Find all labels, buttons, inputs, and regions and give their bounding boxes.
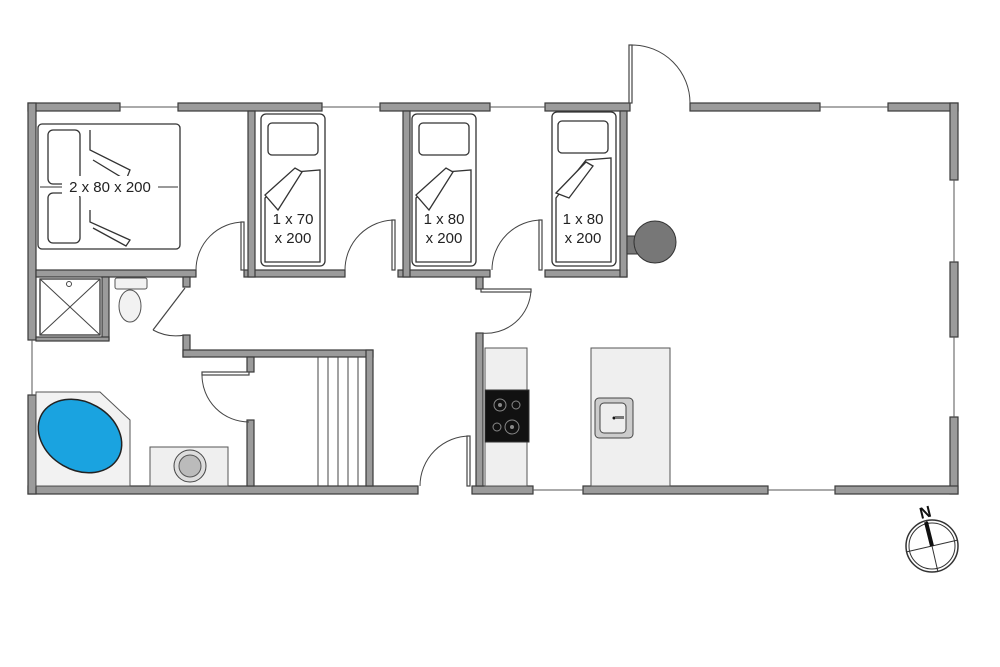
staircase xyxy=(317,357,359,486)
windows xyxy=(31,106,955,491)
washbasin xyxy=(149,446,229,487)
bed-size-label: 1 x 70 xyxy=(273,211,314,228)
cooktop-icon xyxy=(484,389,530,443)
bed-size-label: x 200 xyxy=(275,230,312,247)
toilet-icon xyxy=(114,277,148,323)
wood-stove xyxy=(626,220,677,264)
single-bed-4: 1 x 80 x 200 xyxy=(551,111,617,267)
double-bed: 2 x 80 x 200 xyxy=(37,123,181,250)
bed-size-label: 1 x 80 xyxy=(424,211,465,228)
bed-size-label: x 200 xyxy=(426,230,463,247)
exterior-walls xyxy=(27,102,959,495)
bed-size-label: 2 x 80 x 200 xyxy=(69,179,151,196)
bed-size-label: x 200 xyxy=(565,230,602,247)
kitchen-counter xyxy=(484,347,530,487)
bed-size-label: 1 x 80 xyxy=(563,211,604,228)
doors xyxy=(152,44,691,487)
single-bed-3: 1 x 80 x 200 xyxy=(411,113,477,267)
shower xyxy=(39,278,101,336)
north-compass-icon: N xyxy=(905,504,959,573)
kitchen-island xyxy=(590,347,671,487)
interior-walls xyxy=(35,110,628,487)
compass-north-label: N xyxy=(918,504,933,523)
bathtub xyxy=(35,391,131,487)
single-bed-2: 1 x 70 x 200 xyxy=(260,113,326,267)
